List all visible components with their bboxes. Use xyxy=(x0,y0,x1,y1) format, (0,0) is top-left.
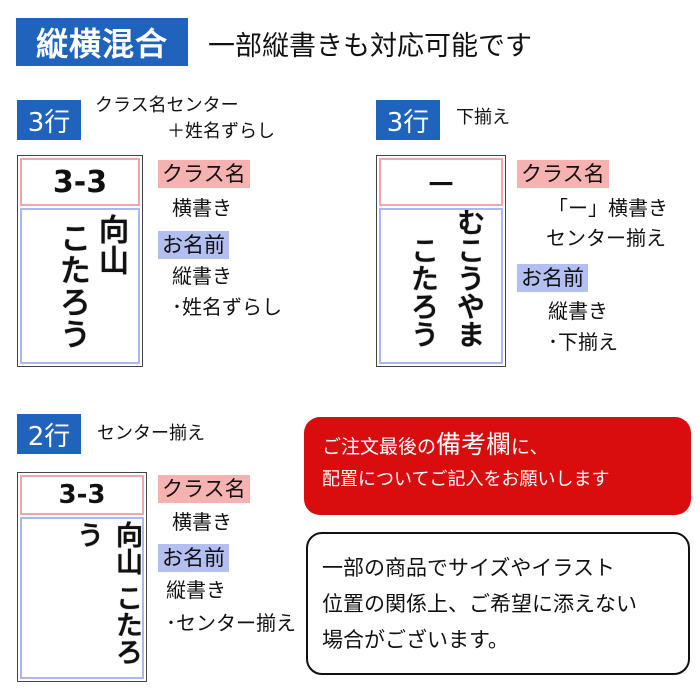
section-c-nametag: 3-3 向山 こたろう xyxy=(17,472,147,682)
section-b-given-name: こたろう xyxy=(407,236,440,348)
section-c-desc-line1: センター揃え xyxy=(97,423,205,444)
section-a-desc-line2: ＋姓名ずらし xyxy=(167,121,275,142)
section-c-name-note2: ･センター揃え xyxy=(166,611,296,635)
section-c-name-field xyxy=(20,517,144,679)
section-a-surname: 向山 xyxy=(93,214,128,276)
remarks-notice: ご注文最後の備考欄に、 配置についてご記入をお願いします xyxy=(304,417,691,515)
section-c-name-label: お名前 xyxy=(158,544,229,572)
section-c-class-field: 3-3 xyxy=(20,475,144,515)
caution-notice-line1: 一部の商品でサイズやイラスト xyxy=(322,556,615,580)
section-a-class-field: 3-3 xyxy=(20,158,140,206)
section-b-desc-line1: 下揃え xyxy=(456,107,510,128)
section-b-tag: 3行 xyxy=(376,100,440,140)
section-b-class-field: － xyxy=(379,158,503,206)
section-a-class-note: 横書き xyxy=(172,196,232,220)
section-a-name-note1: 縦書き xyxy=(172,264,232,288)
remarks-notice-pre: ご注文最後の xyxy=(322,436,437,458)
section-b-name-label: お名前 xyxy=(517,264,588,292)
main-tag: 縦横混合 xyxy=(16,18,188,66)
section-c-tag: 2行 xyxy=(17,414,81,454)
remarks-notice-line2: 配置についてご記入をお願いします xyxy=(322,469,610,490)
section-b-nametag: － むこうやま こたろう xyxy=(376,155,506,367)
section-b-class-note1: 「ー」横書き xyxy=(548,196,668,220)
remarks-notice-post: に、 xyxy=(511,436,549,458)
section-b-name-note2: ･下揃え xyxy=(548,330,618,354)
section-c-class-note: 横書き xyxy=(172,510,232,534)
section-a-name-label: お名前 xyxy=(158,231,229,259)
section-b-class-note2: センター揃え xyxy=(546,226,666,250)
caution-notice-line2: 位置の関係上、ご希望に添えない xyxy=(322,592,637,616)
section-b-name-note1: 縦書き xyxy=(548,299,608,323)
section-c-class-label: クラス名 xyxy=(158,475,250,503)
section-a-name-field xyxy=(20,208,140,364)
section-a-desc-line1: クラス名センター xyxy=(95,95,239,116)
section-b-surname: むこうやま xyxy=(453,208,486,348)
section-a-tag: 3行 xyxy=(17,100,81,140)
section-a-given-name: こたろう xyxy=(54,222,90,350)
remarks-notice-emphasis: 備考欄 xyxy=(436,430,512,459)
remarks-notice-line1: ご注文最後の備考欄に、 xyxy=(322,427,691,465)
section-b-name-field xyxy=(379,208,503,364)
section-c-fullname: 向山 こたろう xyxy=(72,521,142,666)
section-b-class-label: クラス名 xyxy=(517,160,609,188)
caution-notice: 一部の商品でサイズやイラスト 位置の関係上、ご希望に添えない 場合がございます。 xyxy=(306,532,690,675)
section-a-nametag: 3-3 向山 こたろう xyxy=(17,155,143,367)
caution-notice-line3: 場合がございます。 xyxy=(322,628,509,652)
section-c-name-note1: 縦書き xyxy=(166,578,226,602)
section-a-class-label: クラス名 xyxy=(158,160,250,188)
section-a-name-note2: ･姓名ずらし xyxy=(172,295,282,319)
main-description: 一部縦書きも対応可能です xyxy=(208,31,532,62)
